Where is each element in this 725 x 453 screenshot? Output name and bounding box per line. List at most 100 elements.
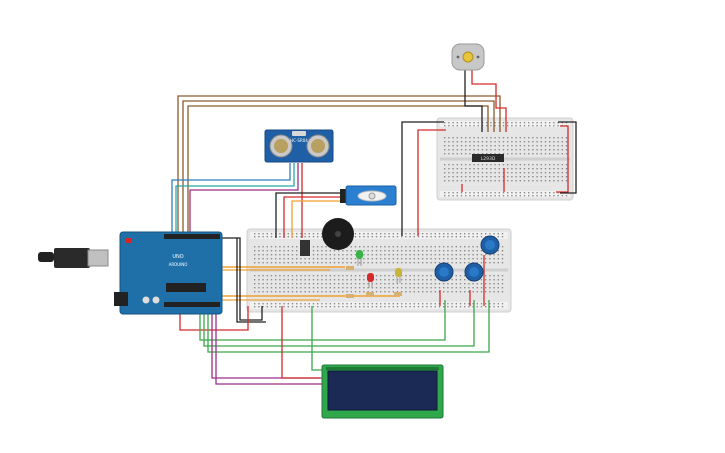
micro-servo[interactable] [340, 185, 397, 206]
breadboard-hole [388, 250, 390, 252]
breadboard-hole [459, 250, 462, 252]
breadboard-hole [434, 279, 436, 281]
wire-purple-lcd-2[interactable] [215, 310, 324, 385]
potentiometer-1[interactable] [434, 262, 454, 282]
wire-servo-black[interactable] [275, 192, 340, 238]
breadboard-hole [270, 262, 273, 264]
breadboard-hole [346, 306, 348, 308]
breadboard-hole [270, 287, 273, 289]
led-red[interactable] [367, 273, 374, 288]
resistor-2[interactable] [346, 294, 354, 298]
breadboard-hole [392, 262, 394, 264]
breadboard-hole [497, 233, 499, 235]
wire-sb-black-right[interactable] [558, 121, 577, 194]
wire-brown-1[interactable] [177, 95, 501, 234]
breadboard-hole [536, 172, 538, 174]
wire-motor-black[interactable] [464, 68, 483, 132]
breadboard-hole [480, 283, 483, 285]
wire-red-power[interactable] [179, 306, 249, 331]
dc-motor[interactable] [451, 43, 485, 71]
wire-black-gnd-2[interactable] [236, 238, 266, 323]
breadboard-hole [312, 236, 315, 238]
breadboard-hole [443, 258, 445, 260]
breadboard-hole [422, 291, 424, 293]
breadboard-hole [363, 291, 365, 293]
breadboard-hole [519, 195, 521, 197]
resistor-1[interactable] [346, 266, 354, 270]
breadboard-hole [528, 153, 530, 155]
wire-brown-3[interactable] [187, 105, 489, 234]
wire-black-gnd-1[interactable] [219, 237, 263, 321]
breadboard-hole [565, 172, 568, 174]
wire-us-blue[interactable] [171, 163, 291, 234]
wire-green-3[interactable] [207, 300, 490, 353]
breadboard-hole [325, 262, 327, 264]
breadboard-hole [553, 122, 555, 124]
wire-green-2[interactable] [203, 300, 475, 347]
breadboard-hole [468, 291, 470, 293]
breadboard-hole [528, 145, 530, 147]
led-green[interactable] [356, 250, 363, 266]
wire-green-1[interactable] [199, 300, 446, 341]
breadboard-hole [455, 250, 457, 252]
breadboard-hole [329, 287, 331, 289]
wire-motor-red[interactable] [471, 68, 507, 132]
led-yellow[interactable] [395, 268, 402, 283]
lcd-display[interactable] [321, 364, 444, 419]
wire-servo-orange[interactable] [291, 200, 340, 238]
breadboard-hole [472, 250, 474, 252]
ultrasonic-sensor[interactable]: HC-SR04 [264, 129, 334, 163]
wire-us-teal[interactable] [175, 163, 295, 234]
breadboard-hole [417, 254, 420, 256]
wire-servo-red[interactable] [283, 196, 340, 238]
potentiometer-3[interactable] [480, 235, 500, 255]
breadboard-hole [456, 168, 458, 170]
breadboard-hole [448, 122, 450, 124]
resistor-4[interactable] [394, 292, 402, 296]
breadboard-hole [473, 149, 475, 151]
breadboard-hole [456, 192, 458, 194]
piezo-buzzer[interactable] [300, 218, 354, 256]
potentiometer-2[interactable] [464, 262, 484, 282]
wire-brown-2[interactable] [182, 100, 495, 234]
breadboard-hole [296, 303, 298, 305]
small-breadboard[interactable] [436, 117, 574, 201]
breadboard-hole [384, 258, 386, 260]
breadboard-hole [498, 176, 500, 178]
wire-sb-black-left[interactable] [401, 121, 444, 236]
wire-purple-lcd-1[interactable] [211, 310, 324, 379]
breadboard-hole [380, 236, 382, 238]
wire-red-lcd[interactable] [281, 306, 320, 379]
breadboard-hole [490, 137, 492, 139]
breadboard-hole [417, 236, 420, 238]
breadboard-hole [426, 236, 428, 238]
breadboard-hole [409, 258, 411, 260]
breadboard-hole [532, 172, 534, 174]
resistor-3[interactable] [366, 292, 374, 296]
breadboard-hole [519, 176, 521, 178]
breadboard-hole [254, 275, 256, 277]
breadboard-hole [452, 149, 454, 151]
breadboard-hole [266, 291, 268, 293]
breadboard-hole [485, 254, 487, 256]
wire-sb-red-right[interactable] [556, 125, 569, 193]
wire-sb-red-left[interactable] [417, 129, 446, 236]
breadboard-hole [511, 172, 513, 174]
breadboard-hole [413, 275, 415, 277]
breadboard-hole [536, 141, 538, 143]
arduino-uno[interactable]: UNO ARDUINO [38, 231, 223, 315]
breadboard-hole [447, 233, 449, 235]
breadboard-hole [498, 180, 500, 182]
breadboard-hole [296, 250, 298, 252]
breadboard-hole [544, 195, 547, 197]
breadboard-hole [409, 254, 411, 256]
breadboard-hole [417, 262, 420, 264]
wire-us-purple[interactable] [189, 163, 299, 234]
wire-green-lcd[interactable] [311, 306, 324, 371]
motor-driver-ic[interactable]: L293D [472, 154, 504, 162]
breadboard-hole [455, 233, 457, 235]
breadboard-hole [490, 164, 492, 166]
breadboard-hole [312, 262, 315, 264]
breadboard-hole [350, 306, 352, 308]
